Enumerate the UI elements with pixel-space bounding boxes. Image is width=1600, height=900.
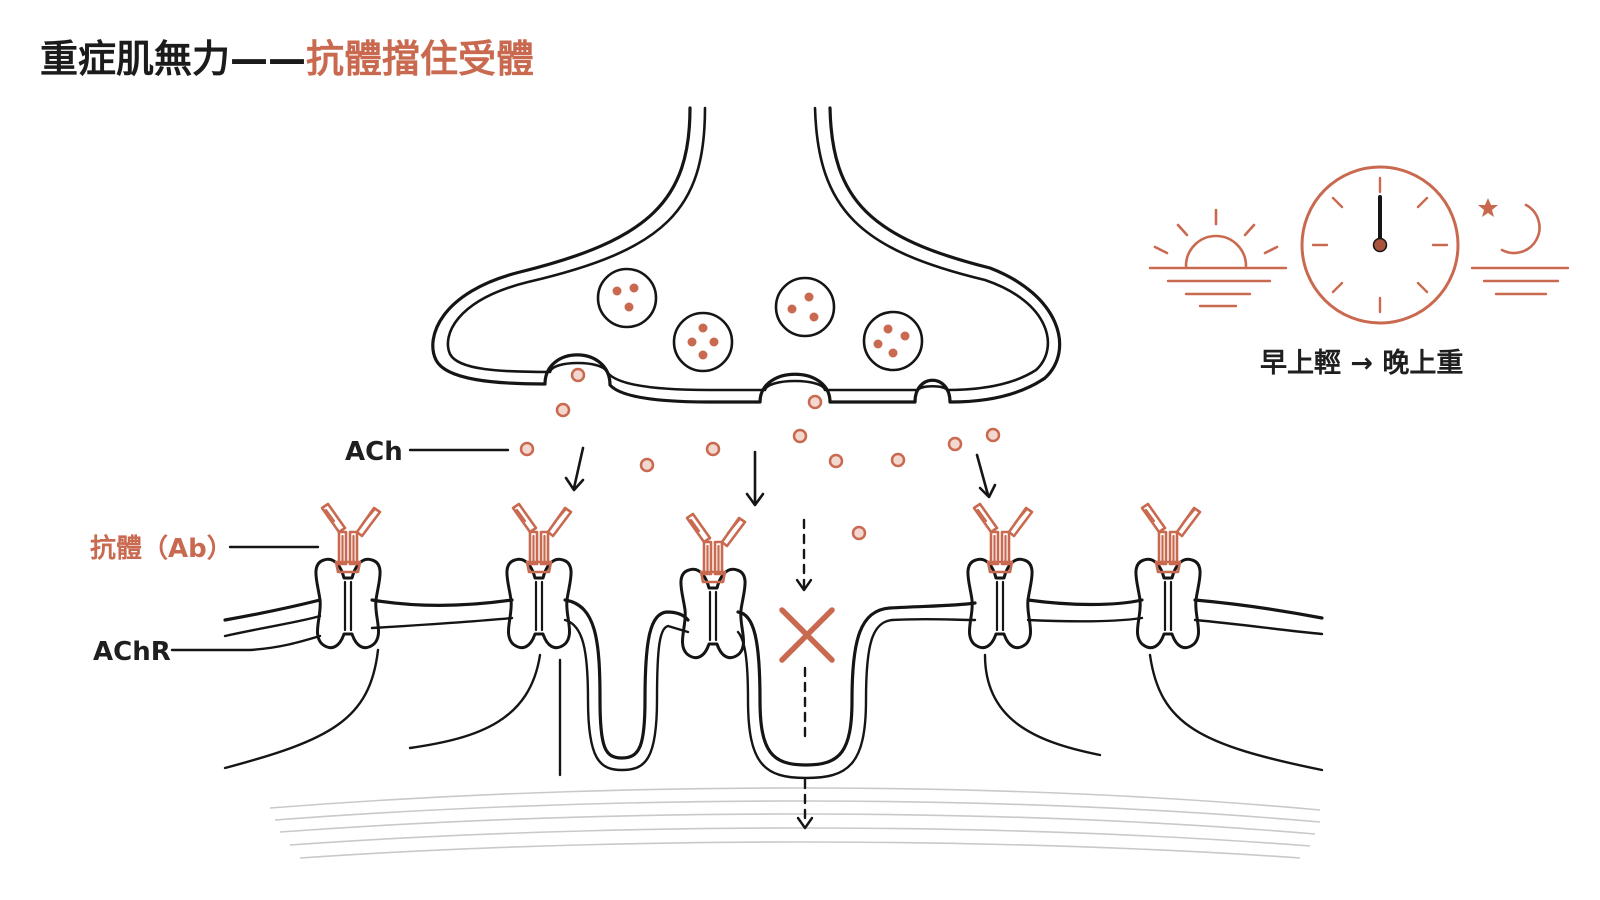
- synaptic-vesicles: [596, 267, 924, 373]
- vesicle: [862, 310, 924, 372]
- nerve-terminal: [431, 106, 1062, 404]
- diffusion-arrows: [564, 446, 997, 592]
- vesicle-ach: [900, 331, 910, 341]
- vesicle-membrane: [672, 311, 734, 373]
- vesicle-ach: [709, 337, 719, 347]
- vesicle-membrane: [774, 276, 836, 338]
- vesicle-ach: [698, 323, 708, 333]
- membrane-inner: [223, 614, 1324, 780]
- membrane-outer: [223, 598, 1324, 767]
- antibody-y-icon: [1140, 502, 1202, 574]
- time-caption: 早上輕 → 晚上重: [1260, 348, 1463, 379]
- muscle-fiber-line: [279, 813, 1316, 835]
- vesicle: [774, 276, 836, 338]
- receptor-antibody-complex: [314, 502, 382, 650]
- title-dash: ——: [230, 37, 306, 81]
- label-ach: ACh: [345, 437, 510, 467]
- diffusion-arrow: [564, 446, 585, 492]
- moon-night-icon: [1470, 198, 1570, 296]
- vesicle-ach: [883, 324, 893, 334]
- vesicle-ach: [629, 283, 639, 293]
- ach-molecule: [828, 453, 844, 469]
- vesicle-ach: [624, 302, 634, 312]
- vesicle-membrane: [596, 267, 658, 329]
- diffusion-arrow: [975, 453, 997, 499]
- receptor-antibody-complex: [679, 512, 747, 660]
- blocked-cross-icon: [779, 607, 835, 663]
- label-achr-leader: [170, 634, 322, 652]
- vesicle-ach: [687, 337, 697, 347]
- vesicle-ach: [804, 292, 814, 302]
- muscle-fibers: [269, 787, 1321, 859]
- ach-molecule: [985, 427, 1001, 443]
- ach-molecule: [570, 367, 586, 383]
- ach-molecule: [890, 452, 906, 468]
- ach-molecule: [851, 525, 867, 541]
- muscle-fiber-line: [269, 787, 1321, 811]
- ach-molecule: [639, 457, 655, 473]
- antibody-y-icon: [320, 502, 382, 574]
- vesicle-ach: [612, 286, 622, 296]
- vesicle: [672, 311, 734, 373]
- ach-molecule: [947, 436, 963, 452]
- sunrise-icon: [1148, 208, 1288, 308]
- vesicle: [596, 267, 658, 329]
- muscle-fiber-line: [274, 800, 1321, 823]
- vesicle-membrane: [862, 310, 924, 372]
- label-achr: AChR: [93, 634, 322, 667]
- vesicle-ach: [787, 304, 797, 314]
- ach-molecule: [705, 441, 721, 457]
- antibody-y-icon: [685, 512, 747, 584]
- title-main: 重症肌無力: [40, 37, 230, 81]
- label-achr-text: AChR: [93, 637, 171, 667]
- receptor-antibody-complex: [505, 502, 573, 650]
- nerve-terminal-inner: [446, 106, 1050, 392]
- vesicle-ach: [698, 350, 708, 360]
- vesicle-ach: [888, 348, 898, 358]
- receptor-antibody-complex: [966, 502, 1034, 650]
- title-accent: 抗體擋住受體: [306, 37, 534, 81]
- vesicle-ach: [873, 339, 883, 349]
- diffusion-arrow: [745, 450, 765, 507]
- ach-molecule: [807, 394, 823, 410]
- ach-molecule: [519, 441, 535, 457]
- muscle-signal-arrow: [796, 666, 814, 830]
- nerve-terminal-outer: [431, 106, 1062, 404]
- ach-molecule: [555, 402, 571, 418]
- ach-molecules: [519, 367, 1001, 541]
- muscle-membrane: [223, 598, 1324, 780]
- svg-text:重症肌無力——抗體擋住受體: 重症肌無力——抗體擋住受體: [40, 37, 534, 81]
- clock-icon: [1300, 165, 1460, 325]
- time-of-day-panel: 早上輕 → 晚上重: [1148, 165, 1570, 379]
- receptor-antibody-complex: [1134, 502, 1202, 650]
- vesicle-ach: [809, 312, 819, 322]
- ach-molecule: [792, 428, 808, 444]
- muscle-fiber-line: [289, 827, 1311, 847]
- antibody-y-icon: [972, 502, 1034, 574]
- title: 重症肌無力——抗體擋住受體: [40, 37, 534, 81]
- label-antibody: 抗體（Ab）: [90, 533, 320, 564]
- membrane-cytoplasm-lines: [223, 648, 1324, 777]
- blocked-arrow: [795, 518, 813, 592]
- antibody-y-icon: [511, 502, 573, 574]
- label-antibody-text: 抗體（Ab）: [90, 533, 233, 564]
- label-ach-text: ACh: [345, 437, 403, 467]
- muscle-fiber-line: [299, 841, 1301, 859]
